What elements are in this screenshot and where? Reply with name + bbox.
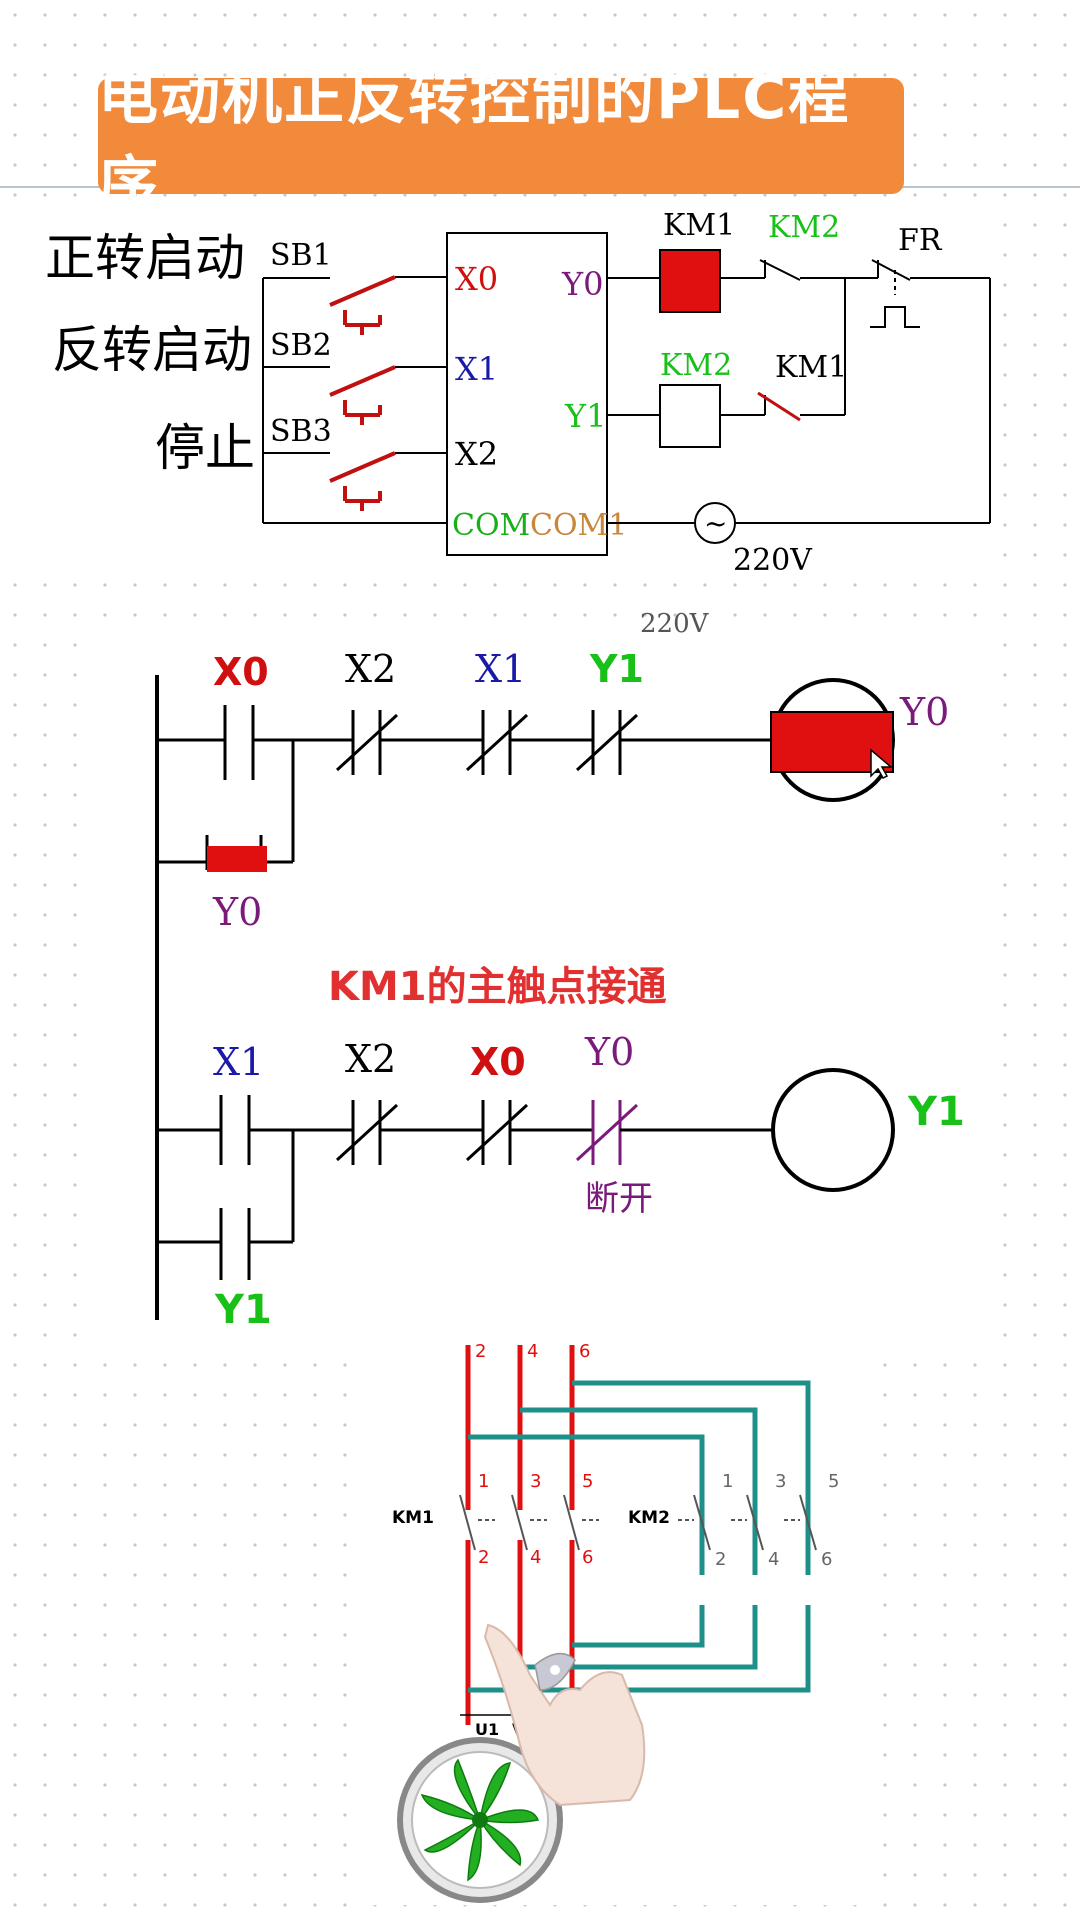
rung2-open-note: 断开 (585, 1179, 653, 1219)
nc-contact-km2 (759, 259, 845, 281)
output-y0: Y0 (561, 265, 603, 303)
coil-km1-label: KM1 (663, 208, 735, 243)
rung1-contact-x0-label: X0 (213, 650, 269, 694)
motor-fan-icon (397, 1737, 563, 1903)
sb1-label: SB1 (270, 238, 332, 273)
top-terminal-2: 2 (475, 1341, 486, 1362)
rung1-nc-contact-y1 (575, 710, 773, 775)
input-com: COM (452, 508, 530, 543)
km1-main-label: KM1 (392, 1508, 434, 1528)
rung1-seal-y0-label: Y0 (212, 890, 262, 934)
rung2-contact-x1-label: X1 (213, 1040, 264, 1084)
rung2-coil-y1-label: Y1 (907, 1089, 965, 1135)
input-x0: X0 (455, 260, 498, 298)
nc-contact-km1 (757, 391, 845, 422)
wiring-diagram: 正转启动 反转启动 停止 SB1 SB2 SB3 (0, 208, 1000, 578)
mouse-cursor-icon (870, 748, 894, 779)
rung1-seal-contact-y0 (205, 835, 267, 872)
rung2-nc-contact-x2 (327, 1100, 455, 1165)
rung1-contact-x1-label: X1 (475, 647, 526, 691)
coil-km2 (659, 384, 721, 448)
interlock-km2-label: KM2 (768, 210, 840, 245)
plc-box (446, 232, 608, 556)
rung2-nc-contact-y0 (570, 1100, 773, 1165)
km1-bottom-2: 2 (478, 1547, 489, 1568)
rung2-contact-x0-label: X0 (470, 1040, 526, 1084)
rung1-contact-x0 (223, 705, 255, 780)
fr-overload-contact (870, 259, 990, 328)
ac-source-symbol: ~ (704, 507, 727, 540)
sb3-pushbutton (329, 451, 396, 511)
km2-top-5: 5 (828, 1471, 839, 1492)
page-title: 电动机正反转控制的PLC程序 (98, 63, 904, 220)
output-y1: Y1 (564, 397, 606, 435)
rung2-contact-x2-label: X2 (345, 1037, 396, 1081)
rung2-contact-x1 (219, 1095, 251, 1165)
km1-top-5: 5 (582, 1471, 593, 1492)
rung1-contact-y1-label: Y1 (589, 647, 644, 691)
km2-main-label: KM2 (628, 1508, 670, 1528)
rung1-nc-contact-x1 (440, 710, 585, 775)
km1-main-contacts (459, 1494, 599, 1551)
km1-top-3: 3 (530, 1471, 541, 1492)
label-forward-start: 正转启动 (45, 229, 245, 287)
rung2-coil-y1 (771, 1068, 895, 1192)
coil-km1 (659, 249, 721, 313)
km2-top-1: 1 (722, 1471, 733, 1492)
km1-top-1: 1 (478, 1471, 489, 1492)
label-stop: 停止 (155, 419, 255, 477)
ladder-diagram: 220V X0 X2 X1 Y1 (95, 609, 1000, 1340)
rung1-nc-contact-x2 (330, 710, 440, 775)
coil-km2-label: KM2 (660, 348, 732, 383)
annotation-text: KM1的主触点接通 (328, 964, 667, 1010)
rung1-coil-y0-label: Y0 (899, 690, 949, 734)
rung2-nc-contact-x0 (455, 1100, 570, 1165)
sb1-pushbutton (329, 275, 396, 335)
output-com1: COM1 (530, 508, 627, 543)
phase-lines (465, 1345, 575, 1725)
input-x1: X1 (455, 350, 498, 388)
fr-label: FR (898, 223, 943, 258)
km1-bottom-4: 4 (530, 1547, 541, 1568)
km2-main-contacts (678, 1494, 817, 1551)
clipped-voltage-text: 220V (640, 609, 710, 639)
interlock-km1-label: KM1 (775, 350, 847, 385)
km2-bottom-2: 2 (715, 1549, 726, 1570)
rung2-seal-contact-y1 (219, 1208, 251, 1280)
rung1-contact-x2-label: X2 (345, 647, 396, 691)
km2-bottom-6: 6 (821, 1549, 832, 1570)
top-terminal-4: 4 (527, 1341, 538, 1362)
hand-pointer-icon (483, 1623, 646, 1807)
input-x2: X2 (455, 435, 498, 473)
km2-top-3: 3 (775, 1471, 786, 1492)
rung2-contact-y0-label: Y0 (584, 1030, 634, 1074)
sb2-label: SB2 (270, 328, 332, 363)
motor-terminal-u1: U1 (475, 1720, 499, 1739)
sb3-label: SB3 (270, 414, 332, 449)
km1-bottom-6: 6 (582, 1547, 593, 1568)
top-terminal-6: 6 (579, 1341, 590, 1362)
km2-bottom-4: 4 (768, 1549, 779, 1570)
main-circuit-diagram: 2 4 6 KM1 1 3 5 2 4 6 KM2 (360, 1341, 860, 1905)
sb2-pushbutton (329, 365, 396, 425)
rung2-seal-y1-label: Y1 (214, 1287, 272, 1333)
label-reverse-start: 反转启动 (52, 321, 252, 379)
voltage-label: 220V (733, 543, 813, 578)
